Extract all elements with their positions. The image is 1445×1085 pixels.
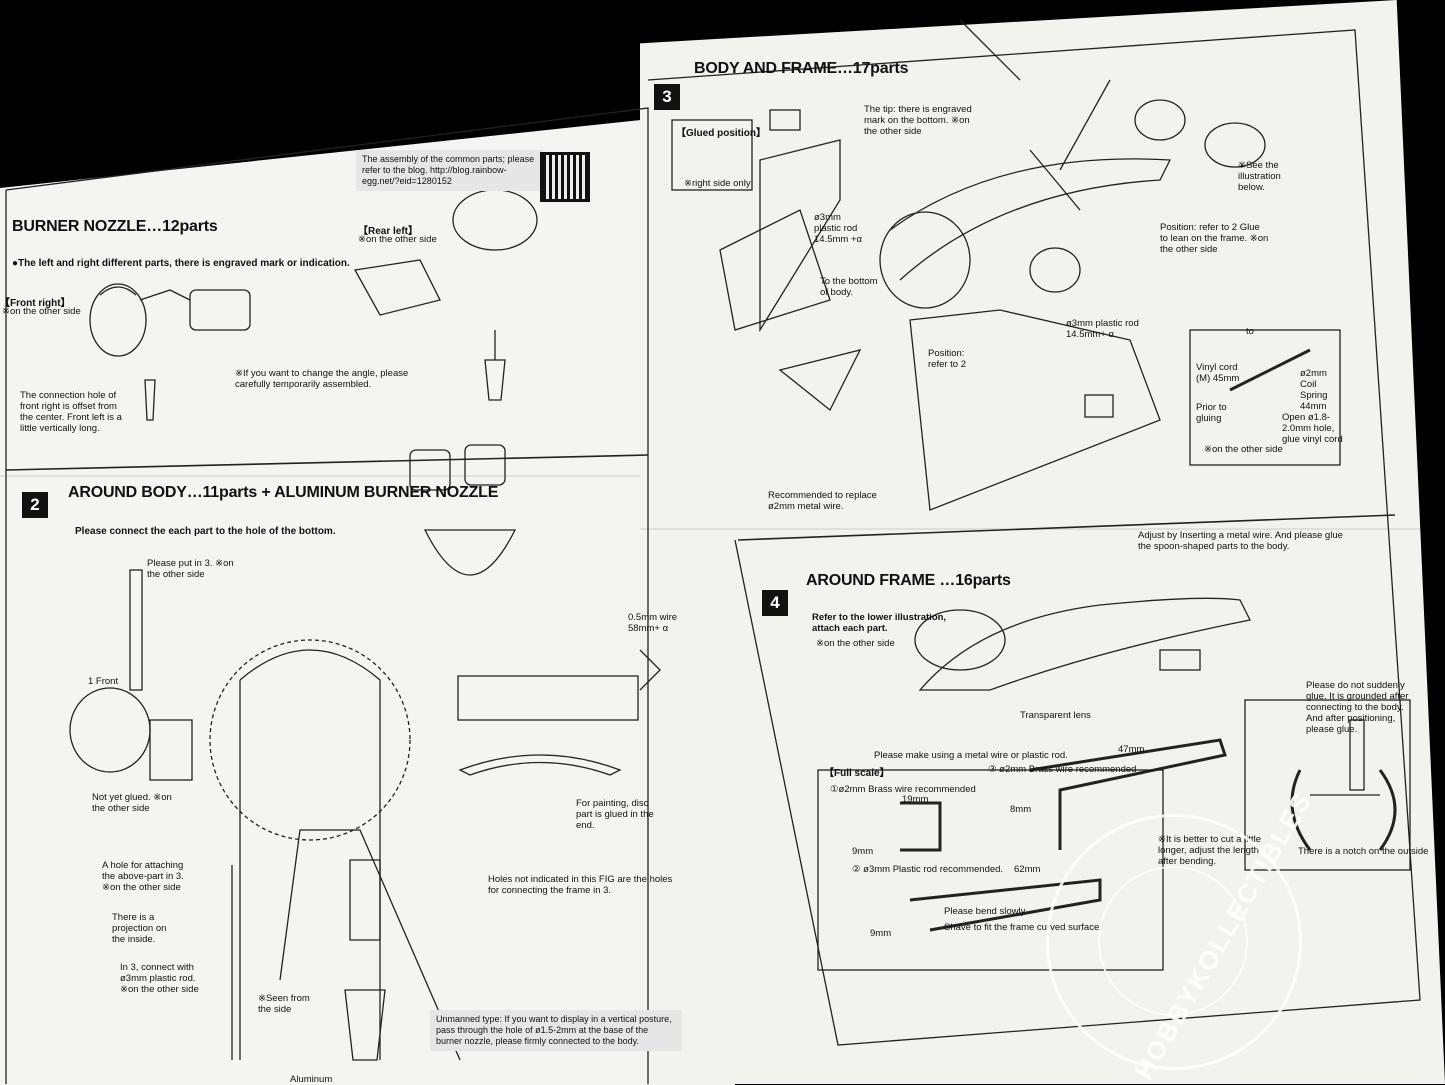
tip-note: The tip: there is engraved mark on the b… [864,104,972,137]
section-2-subtitle: Please connect the each part to the hole… [75,526,336,537]
wire-note: 0.5mm wire 58mm+ α [628,612,678,634]
blog-note: The assembly of the common parts; please… [356,150,543,191]
open-hole-note: Open ø1.8-2.0mm hole, glue vinyl cord [1282,412,1343,445]
coil-spring-note: ø2mm Coil Spring 44mm [1300,368,1328,412]
section-2-title: AROUND BODY…11parts + ALUMINUM BURNER NO… [68,484,499,501]
connect-with-note: In 3, connect with ø3mm plastic rod. ※on… [120,962,199,995]
to-label: to [1246,326,1254,337]
plastic-rod-note: ø3mm plastic rod 14.5mm +α [814,212,862,245]
fold-line [0,475,735,477]
hole-attach-note: A hole for attaching the above-part in 3… [102,860,184,893]
section-3-number: 3 [654,84,680,110]
angle-note: ※If you want to change the angle, please… [235,368,409,390]
dimension-8mm: 8mm [1010,804,1032,815]
refer-lower-note: Refer to the lower illustration, attach … [812,612,947,634]
shave-note: Shave to fit the frame curved surface. [944,922,1102,933]
watermark-stamp-inner [1098,866,1248,1016]
seen-side-note: ※Seen from the side [258,993,310,1015]
right-sheet [640,0,1445,1084]
front-label: 1 Front [88,676,119,687]
other-side-note-4: ※on the other side [816,638,895,649]
recommended-note: Recommended to replace ø2mm metal wire. [768,490,877,512]
notch-note: There is a notch on the outside [1298,846,1429,857]
watermark-stamp [1046,814,1302,1070]
see-illustration-note: ※See the illustration below. [1238,160,1281,193]
section-1-title: BURNER NOZZLE…12parts [12,218,218,235]
put-in-note: Please put in 3. ※on the other side [147,558,234,580]
dimension-47mm: 47mm [1118,744,1145,755]
section-1-subtitle: ●The left and right different parts, the… [12,258,350,269]
vinyl-cord-note: Vinyl cord (M) 45mm [1196,362,1240,384]
section-4-title: AROUND FRAME …16parts [806,572,1011,589]
connection-note: The connection hole of front right is of… [20,390,122,434]
bend-slowly-note: Please bend slowly. [944,906,1028,917]
painting-note: For painting, disc part is glued in the … [576,798,654,831]
brass-1-label: ①ø2mm Brass wire recommended [830,784,976,795]
dimension-19mm: 19mm [902,794,929,805]
make-using-note: Please make using a metal wire or plasti… [874,750,1068,761]
section-3-title: BODY AND FRAME…17parts [694,60,909,77]
bottom-body-note: To the bottom of body. [820,276,878,298]
dimension-9mm-a: 9mm [852,846,874,857]
dimension-62mm: 62mm [1014,864,1041,875]
projection-note: There is a projection on the inside. [112,912,167,945]
left-border [5,107,649,1084]
not-glued-note: Not yet glued. ※on the other side [92,792,172,814]
left-sheet [0,110,735,1085]
section-2-number: 2 [22,492,48,518]
right-side-note: ※right side only [684,178,751,189]
unmanned-note: Unmanned type: If you want to display in… [430,1010,682,1051]
rear-left-label: 【Rear left】 [358,226,419,237]
holes-note: Holes not indicated in this FIG are the … [488,874,673,896]
other-side-note: ※on the other side [1204,444,1283,455]
aluminum-label: Aluminum [290,1074,333,1085]
prior-gluing-note: Prior to gluing [1196,402,1227,424]
dimension-9mm-b: 9mm [870,928,892,939]
brass-3-label: ③ ø2mm Brass wire recommended [988,764,1137,775]
qr-code [540,152,590,202]
front-right-label: 【Front right】 [0,298,71,309]
transparent-lens-label: Transparent lens [1020,710,1091,721]
suddenly-note: Please do not suddenly glue. It is groun… [1306,680,1409,735]
plastic-rod-2-note: ø3mm plastic rod 14.5mm+ α [1066,318,1139,340]
glued-position-label: 【Glued position】 [676,128,766,139]
adjust-note: Adjust by Inserting a metal wire. And pl… [1138,530,1343,552]
section-4-number: 4 [762,590,788,616]
full-scale-label: 【Full scale】 [824,768,890,779]
plastic-2-label: ② ø3mm Plastic rod recommended. [852,864,1004,875]
position-refer-note: Position: refer to 2 Glue to lean on the… [1160,222,1269,255]
rear-left-note: ※on the other side [358,234,437,245]
position-refer-2-note: Position: refer to 2 [928,348,967,370]
front-right-note: ※on the other side [2,306,81,317]
